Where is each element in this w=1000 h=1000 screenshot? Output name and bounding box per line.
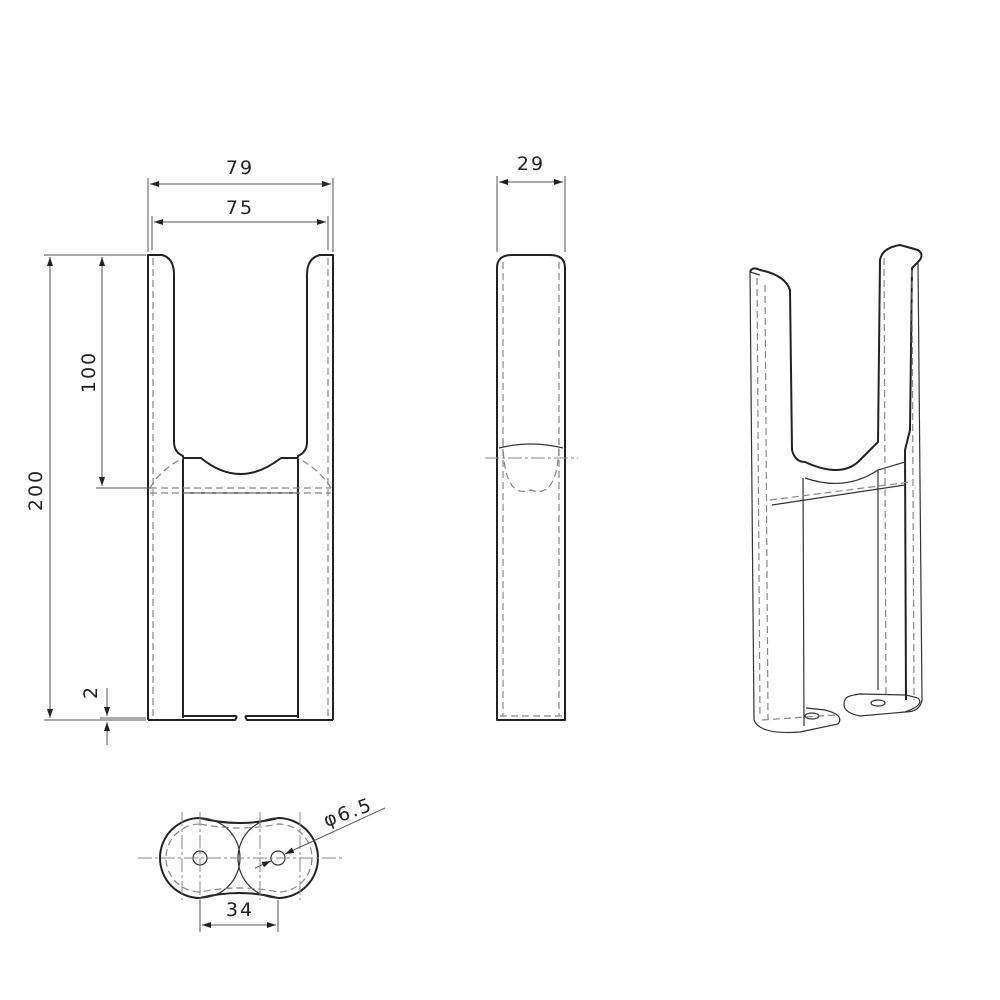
dim-height: 200 <box>25 469 47 511</box>
dim-cradle-height: 100 <box>78 351 100 393</box>
dim-hole-spacing: 34 <box>226 899 254 921</box>
dim-hole-diameter: φ6.5 <box>321 794 376 832</box>
bottom-view: 34 φ6.5 <box>138 794 386 932</box>
side-view: 29 <box>485 153 578 721</box>
isometric-view <box>749 244 923 734</box>
dim-inner-width: 75 <box>226 197 254 219</box>
dim-depth: 29 <box>517 153 545 175</box>
dim-overall-width: 79 <box>226 157 254 179</box>
front-view: 79 75 200 100 2 <box>25 157 334 745</box>
dim-base-thickness: 2 <box>80 685 102 699</box>
